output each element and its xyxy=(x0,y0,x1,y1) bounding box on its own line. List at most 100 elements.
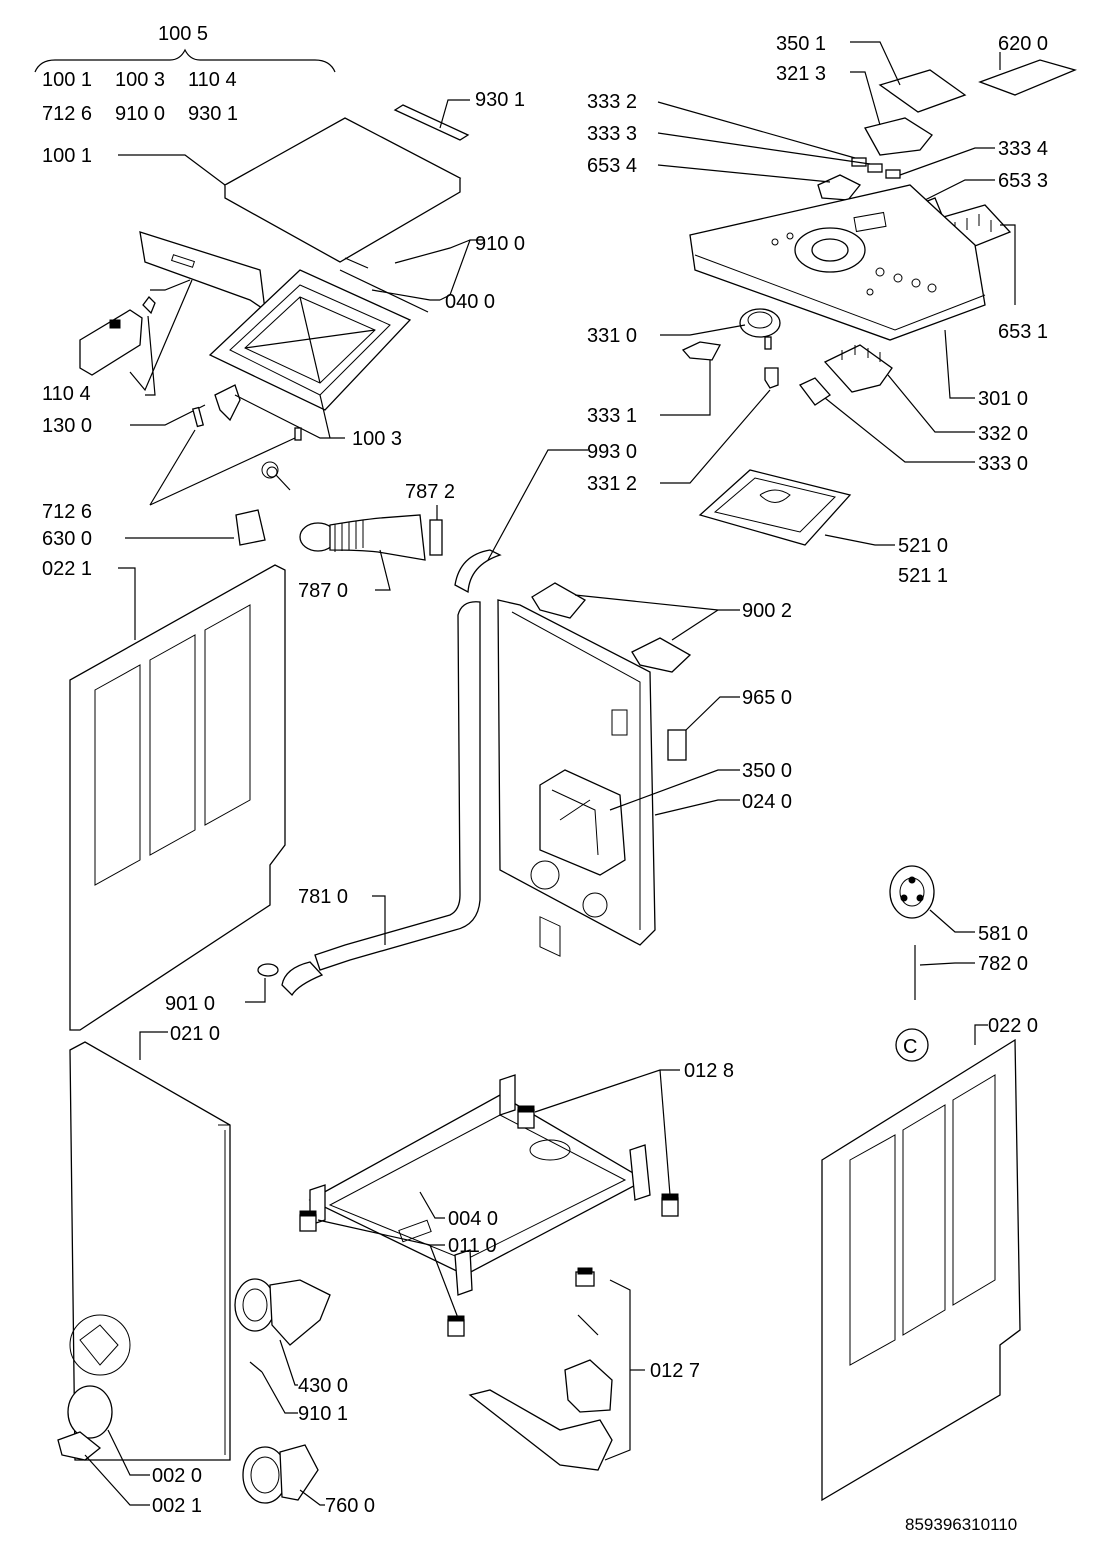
clip-900-2b-part xyxy=(631,637,692,673)
leader-712-6a xyxy=(149,429,196,506)
cap-901-0-part xyxy=(257,963,279,977)
drain-hose-781-0-part xyxy=(281,601,481,997)
label-910-0: 910 0 xyxy=(475,233,525,255)
bracket-012-7-part xyxy=(564,1359,613,1413)
leader-100-3a xyxy=(234,394,345,439)
leader-301-0 xyxy=(944,329,975,399)
leader-040-0 xyxy=(371,289,440,301)
leader-333-3 xyxy=(657,132,871,165)
leader-021-0 xyxy=(139,1031,168,1060)
leader-002-0 xyxy=(107,1429,150,1476)
label-430-0: 430 0 xyxy=(298,1375,348,1397)
leader-965-0 xyxy=(685,696,740,731)
label-350-1: 350 1 xyxy=(776,33,826,55)
label-901-0: 901 0 xyxy=(165,993,215,1015)
label-630-0: 630 0 xyxy=(42,528,92,550)
label-521-1: 521 1 xyxy=(898,565,948,587)
label-332-0: 332 0 xyxy=(978,423,1028,445)
filter-760-part xyxy=(242,1444,319,1504)
pin-331-2-part xyxy=(764,367,779,389)
foot-012-7-part xyxy=(575,1267,595,1287)
label-333-1: 333 1 xyxy=(587,405,637,427)
label-040-0: 040 0 xyxy=(445,291,495,313)
leader-100-3b xyxy=(319,394,331,439)
label-331-2: 331 2 xyxy=(587,473,637,495)
leader-002-1 xyxy=(84,1454,150,1506)
leader-110-4c xyxy=(145,315,156,396)
leader-012-8a xyxy=(534,1069,680,1113)
spring-part xyxy=(261,461,291,491)
base-frame-004-part xyxy=(308,1074,651,1296)
cover-321-3-part xyxy=(864,117,933,156)
label-004-0: 004 0 xyxy=(448,1208,498,1230)
header-row1-item3: 110 4 xyxy=(188,69,237,91)
label-002-1: 002 1 xyxy=(152,1495,202,1517)
pedal-012-7-part xyxy=(468,1389,613,1471)
label-787-0: 787 0 xyxy=(298,580,348,602)
leader-910-0a xyxy=(439,239,485,301)
motor-pulley-581-part xyxy=(889,865,935,919)
label-781-0: 781 0 xyxy=(298,886,348,908)
document-number: 859396310110 xyxy=(905,1515,1017,1534)
foot-011-0b-part xyxy=(447,1315,465,1337)
leader-333-1 xyxy=(660,360,711,416)
bellows-hose-part xyxy=(299,514,426,561)
pin-012-7-part xyxy=(577,1314,599,1336)
header-row1-item1: 100 1 xyxy=(42,69,92,91)
leader-930-1 xyxy=(439,99,470,129)
label-333-2: 333 2 xyxy=(587,91,637,113)
bracket-653-4-part xyxy=(817,174,862,201)
foot-012-8a-part xyxy=(517,1105,535,1129)
foot-012-8b-part xyxy=(661,1193,679,1217)
label-581-0: 581 0 xyxy=(978,923,1028,945)
label-965-0: 965 0 xyxy=(742,687,792,709)
label-910-1: 910 1 xyxy=(298,1403,348,1425)
label-100-3: 100 3 xyxy=(352,428,402,450)
label-993-0: 993 0 xyxy=(587,441,637,463)
label-331-0: 331 0 xyxy=(587,325,637,347)
leader-110-4a xyxy=(150,279,191,291)
leader-521-0 xyxy=(824,534,895,546)
part-965-0 xyxy=(667,729,687,761)
leader-712-6b xyxy=(149,437,296,506)
label-333-0: 333 0 xyxy=(978,453,1028,475)
leader-100-1 xyxy=(118,154,226,186)
leader-331-2 xyxy=(660,389,771,484)
switch-332-0-part xyxy=(823,344,893,393)
leader-993-0 xyxy=(487,449,588,561)
circle-marker-letter: C xyxy=(903,1036,917,1058)
clip-002-1-part xyxy=(57,1431,102,1461)
label-782-0: 782 0 xyxy=(978,953,1028,975)
label-653-1: 653 1 xyxy=(998,321,1048,343)
leader-910-1 xyxy=(261,1371,298,1414)
lever-333-1-part xyxy=(681,341,722,361)
leader-781-0 xyxy=(372,895,386,945)
pump-430-part xyxy=(234,1278,331,1346)
leader-332-0 xyxy=(887,374,975,433)
leader-653-3 xyxy=(924,179,995,201)
leader-331-0 xyxy=(660,324,746,336)
control-panel-part xyxy=(689,184,986,341)
label-012-7: 012 7 xyxy=(650,1360,700,1382)
label-130-0: 130 0 xyxy=(42,415,92,437)
label-002-0: 002 0 xyxy=(152,1465,202,1487)
lid-handle-part xyxy=(139,231,266,312)
leader-653-1 xyxy=(1000,224,1016,305)
knob-331-0-part xyxy=(739,308,781,350)
leader-004-0 xyxy=(419,1191,445,1219)
leader-350-1 xyxy=(850,41,901,86)
label-787-2: 787 2 xyxy=(405,481,455,503)
label-321-3: 321 3 xyxy=(776,63,826,85)
label-012-8: 012 8 xyxy=(684,1060,734,1082)
label-011-0: 011 0 xyxy=(448,1235,497,1257)
header-row2-item1: 712 6 xyxy=(42,103,92,125)
label-712-6: 712 6 xyxy=(42,501,92,523)
foot-011-0a-part xyxy=(299,1210,317,1232)
leader-022-1 xyxy=(118,567,136,640)
label-333-4: 333 4 xyxy=(998,138,1048,160)
leader-333-4 xyxy=(899,147,995,176)
leader-012-8b xyxy=(659,1069,671,1196)
leader-653-4 xyxy=(657,164,831,183)
hose-993-0-part xyxy=(454,549,502,594)
hinge-part xyxy=(214,384,241,422)
